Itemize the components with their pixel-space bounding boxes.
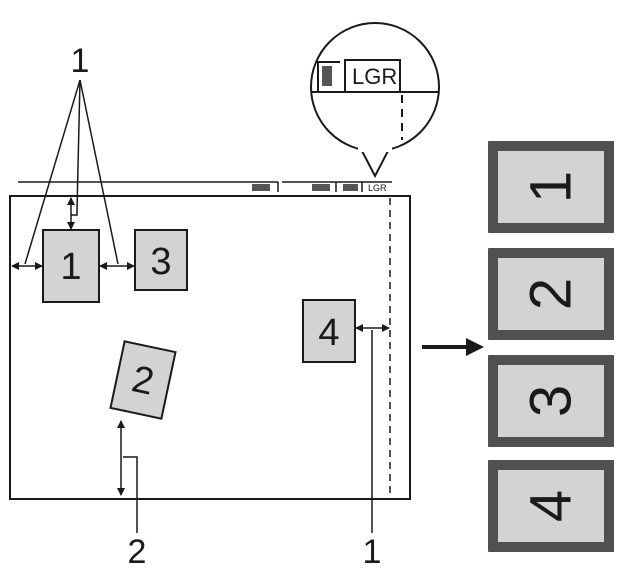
document-2: 2 — [109, 340, 177, 420]
callout-2-leader — [123, 456, 138, 533]
result-image-2-label: 2 — [519, 278, 584, 310]
result-image-3-label: 3 — [519, 385, 584, 417]
strip-mark — [343, 184, 358, 191]
document-3-label: 3 — [150, 241, 171, 283]
result-image-3: 3 — [488, 355, 614, 447]
callout-1-bottom: 1 — [363, 533, 382, 571]
document-1-label: 1 — [60, 246, 81, 288]
result-image-4-label: 4 — [519, 490, 584, 522]
callout-1-top: 1 — [71, 42, 90, 80]
document-1: 1 — [42, 229, 100, 303]
magnifier-bubble: LGR — [310, 22, 440, 179]
output-arrow — [422, 338, 484, 356]
callout-2-bottom: 2 — [128, 533, 147, 571]
strip-mark — [312, 184, 330, 191]
magnifier-mark — [322, 66, 332, 86]
scanner-lgr-mark: LGR — [368, 183, 387, 193]
magnifier-lgr-label: LGR — [352, 64, 397, 89]
scanner-top-strip: LGR — [18, 181, 392, 193]
result-image-4: 4 — [488, 460, 614, 552]
document-4: 4 — [302, 299, 356, 363]
strip-mark — [252, 184, 270, 191]
document-4-label: 4 — [318, 312, 339, 354]
document-3: 3 — [134, 229, 188, 291]
result-image-1: 1 — [488, 141, 614, 233]
callout-1-top-leaders — [24, 79, 119, 265]
spacing-arrows — [11, 197, 390, 496]
result-image-1-label: 1 — [519, 171, 584, 203]
result-image-2: 2 — [488, 248, 614, 340]
